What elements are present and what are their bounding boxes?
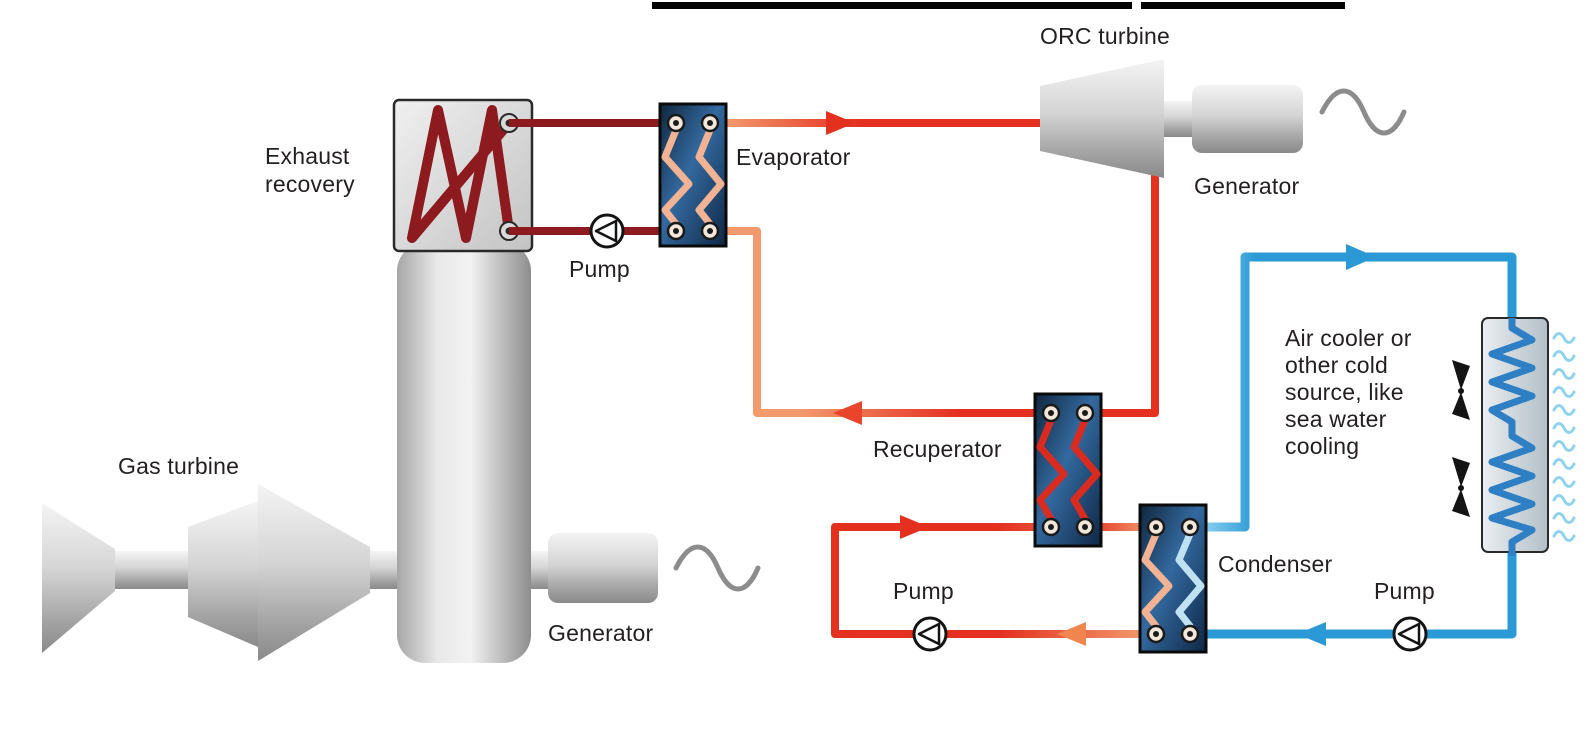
gas-turbine-unit xyxy=(42,484,370,661)
pipe-condenser-to-recuperator xyxy=(831,523,1156,638)
pump-feed-symbol xyxy=(912,616,948,652)
label-air-cooler-line5: cooling xyxy=(1285,433,1359,459)
label-air-cooler-line3: source, like xyxy=(1285,379,1404,405)
cooler-coil xyxy=(1488,318,1536,556)
recovery-coil xyxy=(407,105,514,243)
airflow-squiggles xyxy=(1552,332,1576,542)
recuperator-unit xyxy=(1033,392,1103,548)
pipe-recuperator-to-evaporator xyxy=(714,227,1051,417)
top-border-lines xyxy=(652,2,1345,9)
label-orc-turbine: ORC turbine xyxy=(1040,23,1170,49)
fan-icon xyxy=(1452,457,1470,517)
pump-exhaust-symbol xyxy=(589,213,625,249)
label-generator-right: Generator xyxy=(1194,173,1299,199)
label-pump-cooling: Pump xyxy=(1374,578,1435,604)
label-condenser: Condenser xyxy=(1218,551,1332,577)
arrow-right-feed xyxy=(900,515,929,539)
arrow-left-condensate xyxy=(1057,622,1086,646)
label-generator-left: Generator xyxy=(548,620,653,646)
label-air-cooler-line4: sea water xyxy=(1285,406,1387,432)
label-exhaust-recovery-line2: recovery xyxy=(265,171,355,197)
label-air-cooler-line1: Air cooler or xyxy=(1285,325,1412,351)
label-pump-exhaust: Pump xyxy=(569,256,630,282)
label-recuperator: Recuperator xyxy=(873,436,1002,462)
generator-left-unit xyxy=(548,533,761,603)
label-exhaust-recovery-line1: Exhaust xyxy=(265,143,350,169)
evaporator-unit xyxy=(658,102,728,248)
arrow-left-warm-liquid xyxy=(833,401,862,425)
arrow-right-hot-vapor xyxy=(826,111,855,135)
exhaust-oil-pipes xyxy=(509,119,668,235)
orc-turbine-unit xyxy=(1040,59,1407,178)
labels: Gas turbine Generator Exhaust recovery P… xyxy=(118,23,1435,646)
label-pump-feed: Pump xyxy=(893,578,954,604)
sine-wave-icon xyxy=(673,544,761,592)
pump-cooling-symbol xyxy=(1392,616,1428,652)
air-cooler-unit xyxy=(1452,317,1576,556)
flow-arrows xyxy=(826,111,1376,646)
condenser-unit xyxy=(1138,503,1208,654)
arrow-right-cooling-out xyxy=(1346,244,1376,270)
pipe-turbine-to-recuperator xyxy=(1090,166,1159,417)
pipe-condenser-to-cooler xyxy=(1190,252,1517,532)
orc-pipes xyxy=(710,119,1160,638)
label-gas-turbine: Gas turbine xyxy=(118,453,239,479)
label-air-cooler-line2: other cold xyxy=(1285,352,1388,378)
label-evaporator: Evaporator xyxy=(736,144,851,170)
fan-icon xyxy=(1452,360,1470,420)
sine-wave-icon xyxy=(1319,88,1407,136)
exhaust-stack xyxy=(397,243,531,663)
arrow-left-cooling-in xyxy=(1297,622,1326,646)
